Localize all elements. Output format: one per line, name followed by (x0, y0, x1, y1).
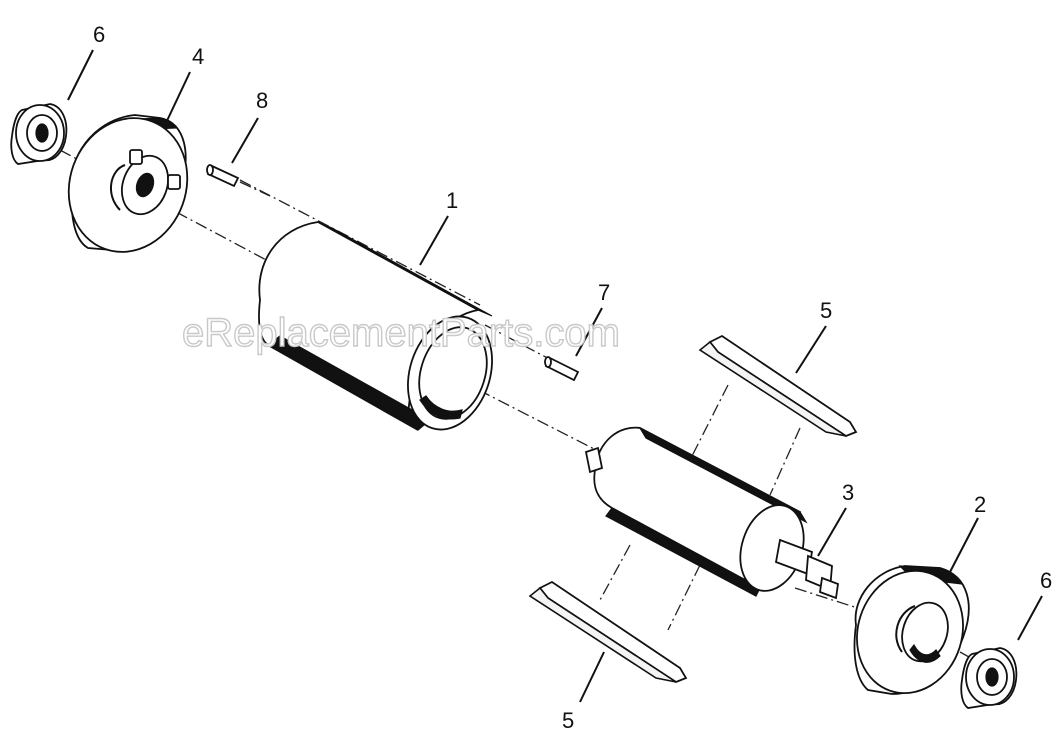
part-6-bearing-lower (960, 647, 1018, 709)
part-5-vane-upper (698, 334, 858, 438)
part-5-vane-lower (528, 580, 688, 684)
callouts: 6 4 8 1 7 5 3 2 6 5 (93, 22, 1052, 733)
part-1-cylinder (258, 221, 493, 431)
part-7-pin (544, 356, 580, 382)
callout-3: 3 (842, 480, 854, 505)
part-8-pin (206, 164, 271, 197)
callout-7: 7 (598, 280, 610, 305)
callout-6-lower: 6 (1040, 568, 1052, 593)
part-2-end-plate (853, 565, 970, 695)
watermark-text: eReplacementParts.com (182, 311, 620, 355)
center-lines (59, 149, 986, 667)
callout-4: 4 (192, 44, 204, 69)
part-4-end-plate (67, 114, 189, 253)
callout-leaders (67, 49, 1043, 703)
callout-5-upper: 5 (820, 298, 832, 323)
callout-8: 8 (256, 88, 268, 113)
part-6-bearing-upper (10, 103, 68, 165)
part-3-rotor (584, 426, 839, 600)
callout-2: 2 (974, 492, 986, 517)
callout-5-lower: 5 (562, 708, 574, 733)
callout-1: 1 (446, 188, 458, 213)
callout-6-upper: 6 (93, 22, 105, 47)
